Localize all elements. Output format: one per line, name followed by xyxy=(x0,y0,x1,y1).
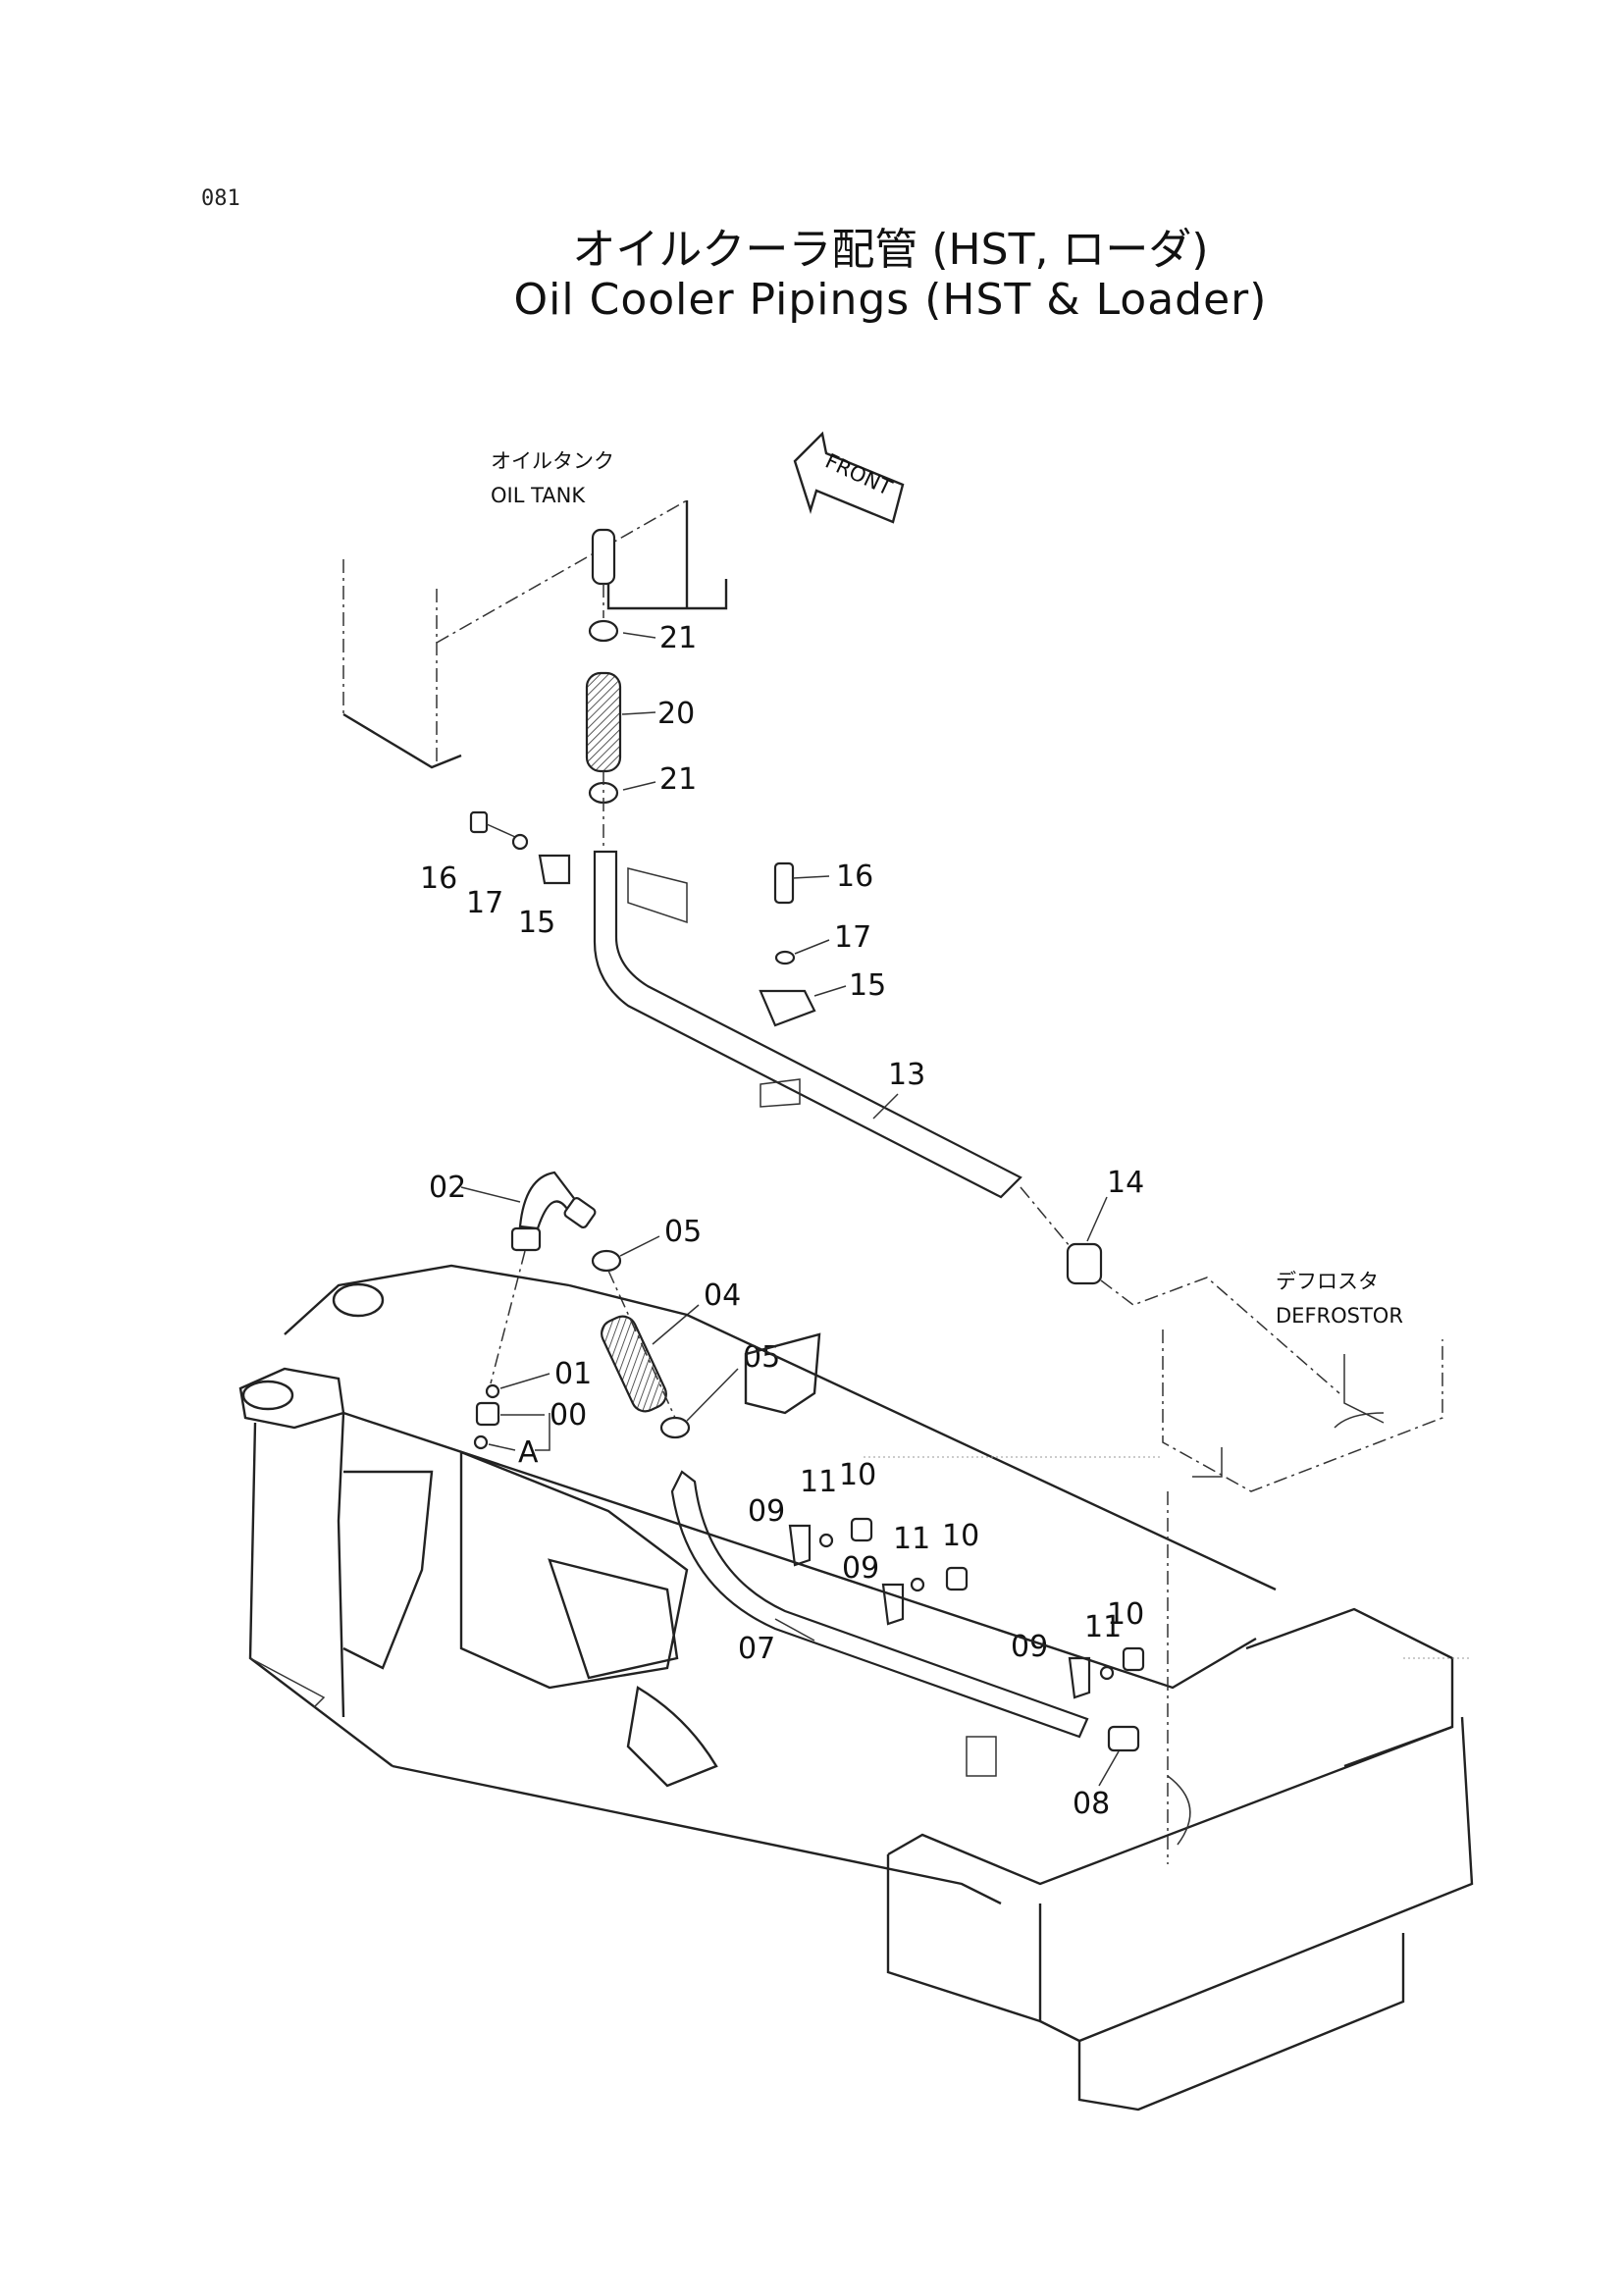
pipe-clamp-group-1: 09 11 10 xyxy=(748,1458,876,1567)
defrostor-label-en: DEFROSTOR xyxy=(1276,1304,1403,1328)
callout-15-right: 15 xyxy=(849,968,886,1003)
callout-08: 08 xyxy=(1073,1787,1110,1821)
callout-11-second: 11 xyxy=(893,1522,930,1556)
pipe-13: 13 xyxy=(593,850,1022,1199)
pipe-clamp-group-3: 09 11 10 xyxy=(1011,1597,1144,1699)
title-japanese: オイルクーラ配管 (HST, ローダ) xyxy=(572,225,1209,275)
oil-tank-label-jp: オイルタンク xyxy=(491,449,614,473)
callout-16-left: 16 xyxy=(420,861,457,896)
title-english: Oil Cooler Pipings (HST & Loader) xyxy=(513,275,1268,325)
callout-10-third: 10 xyxy=(1107,1597,1144,1632)
callout-07: 07 xyxy=(738,1632,775,1666)
callout-01: 01 xyxy=(554,1357,592,1391)
callout-17-right: 17 xyxy=(834,920,871,955)
machine-frame xyxy=(238,1264,1474,2112)
callout-05-upper: 05 xyxy=(664,1215,702,1249)
page-number: 081 xyxy=(201,186,240,211)
callout-09-first: 09 xyxy=(748,1494,785,1529)
callout-11-third: 11 xyxy=(1084,1610,1122,1644)
oil-tank: オイルタンク OIL TANK xyxy=(342,449,728,769)
callout-15-left: 15 xyxy=(518,906,555,940)
hose-top-assembly: 21 20 21 xyxy=(585,619,697,852)
pipe-07: 07 08 xyxy=(670,1470,1140,1821)
view-a-label: A xyxy=(518,1435,539,1470)
defrostor-label-jp: デフロスタ xyxy=(1276,1270,1379,1293)
callout-21-lower: 21 xyxy=(659,762,697,797)
callout-11-first: 11 xyxy=(800,1465,837,1499)
left-clamp-group: 16 17 15 xyxy=(420,810,688,940)
callout-14: 14 xyxy=(1107,1166,1144,1200)
callout-21-upper: 21 xyxy=(659,621,697,655)
callout-00: 00 xyxy=(550,1398,587,1433)
callout-17-left: 17 xyxy=(466,886,503,920)
callout-16-right: 16 xyxy=(836,860,873,894)
right-clamp-group: 16 17 15 xyxy=(759,860,886,1108)
callout-20: 20 xyxy=(657,697,695,731)
pump-fittings: 01 00 A xyxy=(473,1357,592,1470)
callout-10-second: 10 xyxy=(942,1519,979,1553)
callout-04: 04 xyxy=(704,1278,741,1313)
callout-13: 13 xyxy=(888,1058,925,1092)
callout-02: 02 xyxy=(429,1171,466,1205)
pump-hose-assembly: 02 05 04 05 xyxy=(429,1171,780,1439)
front-direction-arrow: FRONT xyxy=(793,431,905,524)
front-label: FRONT xyxy=(821,449,895,500)
defrostor-group: 14 デフロスタ DEFROSTOR xyxy=(1020,1166,1443,1492)
oil-tank-label-en: OIL TANK xyxy=(491,484,586,507)
callout-10-first: 10 xyxy=(839,1458,876,1492)
